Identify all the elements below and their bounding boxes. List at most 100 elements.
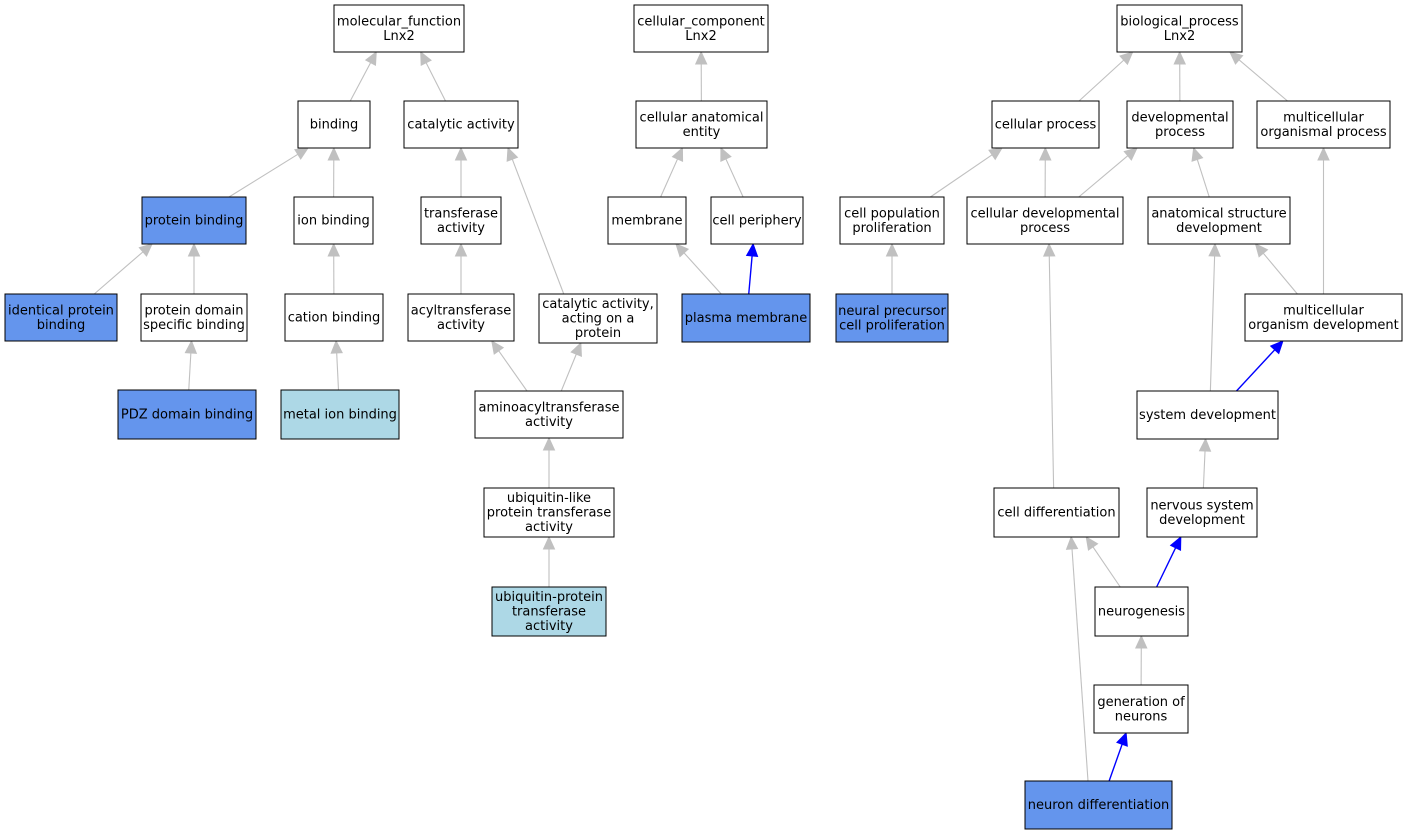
node-box xyxy=(483,487,615,538)
node-label: generation of xyxy=(1097,695,1185,710)
node-box xyxy=(333,4,465,53)
node-pdz[interactable]: PDZ domain binding xyxy=(117,389,257,440)
arrowhead-multi_dev-to-multi_process xyxy=(1317,146,1330,161)
node-neuron_diff[interactable]: neuron differentiation xyxy=(1024,780,1173,830)
edge-nerv_dev-to-sys_dev xyxy=(1202,450,1206,489)
arrowhead-multi_dev-to-anat_dev xyxy=(1254,243,1269,258)
node-box xyxy=(1116,4,1243,53)
node-label: binding xyxy=(310,118,358,133)
edge-plasma-to-membrane xyxy=(683,252,722,295)
edge-neuron_diff-to-gen_neurons xyxy=(1108,744,1123,782)
edge-neurogenesis-to-cell_diff xyxy=(1092,546,1121,588)
node-label: neurogenesis xyxy=(1098,605,1185,620)
node-membrane[interactable]: membrane xyxy=(607,196,687,245)
node-box xyxy=(1136,390,1279,440)
arrowhead-plasma-to-membrane xyxy=(675,243,690,258)
arrowhead-neurogenesis-to-cell_diff xyxy=(1085,536,1099,551)
node-sys_dev[interactable]: system development xyxy=(1136,390,1279,440)
node-label: nervous system xyxy=(1150,498,1253,513)
node-box xyxy=(1244,293,1403,342)
edge-cell_diff-to-cell_dev xyxy=(1048,255,1055,489)
node-label: organismal process xyxy=(1260,125,1386,140)
node-label: aminoacyltransferase xyxy=(479,400,620,415)
node-box xyxy=(835,293,949,343)
node-label: PDZ domain binding xyxy=(121,408,253,423)
arrowhead-ubp-to-ubl xyxy=(542,535,556,550)
node-label: catalytic activity xyxy=(407,118,515,133)
node-label: developmental xyxy=(1131,110,1228,125)
node-plasma[interactable]: plasma membrane xyxy=(681,293,811,343)
node-metal[interactable]: metal ion binding xyxy=(280,389,400,440)
node-box xyxy=(635,100,768,149)
arrowhead-plasma-to-periphery xyxy=(745,242,759,258)
node-label: activity xyxy=(525,520,573,535)
node-label: acting on a xyxy=(562,312,635,327)
node-protein_binding[interactable]: protein binding xyxy=(141,196,247,245)
arrowhead-periphery-to-cae xyxy=(720,146,732,162)
node-box xyxy=(966,196,1124,245)
arrowhead-multi_process-to-bp xyxy=(1228,51,1244,65)
edge-cell_process-to-bp xyxy=(1078,59,1125,102)
node-label: proliferation xyxy=(852,221,931,236)
node-label: development xyxy=(1176,221,1262,236)
node-box xyxy=(297,100,371,149)
node-box xyxy=(4,293,118,342)
node-label: binding xyxy=(37,318,85,333)
node-label: Lnx2 xyxy=(685,29,716,44)
arrowhead-transferase-to-catalytic xyxy=(454,146,468,161)
node-box xyxy=(1147,196,1291,245)
arrowhead-metal-to-cation xyxy=(330,339,343,354)
node-label: activity xyxy=(437,318,485,333)
edge-periphery-to-cae xyxy=(725,158,744,198)
node-cation[interactable]: cation binding xyxy=(284,293,384,342)
node-box xyxy=(141,196,247,245)
node-label: cell periphery xyxy=(712,214,802,229)
arrowhead-anat_dev-to-dev_process xyxy=(1191,146,1204,162)
node-box xyxy=(1256,100,1391,149)
node-ion_binding[interactable]: ion binding xyxy=(293,196,374,245)
node-label: entity xyxy=(683,125,721,140)
node-label: Lnx2 xyxy=(1164,29,1195,44)
node-label: cell proliferation xyxy=(839,318,945,333)
node-label: protein binding xyxy=(145,214,244,229)
edge-catalytic-to-mf xyxy=(425,62,446,102)
node-cell_diff[interactable]: cell differentiation xyxy=(993,487,1120,538)
arrowhead-cae-to-cc xyxy=(694,50,708,65)
node-label: cellular_component xyxy=(637,14,765,29)
node-catalytic[interactable]: catalytic activity xyxy=(403,100,519,149)
node-cell_process[interactable]: cellular process xyxy=(991,100,1100,149)
node-label: acyltransferase xyxy=(411,303,512,318)
node-label: molecular_function xyxy=(337,14,461,29)
node-label: organism development xyxy=(1248,318,1398,333)
node-box xyxy=(1093,684,1189,734)
node-neurogenesis[interactable]: neurogenesis xyxy=(1094,586,1189,637)
node-label: cation binding xyxy=(288,311,381,326)
node-periphery[interactable]: cell periphery xyxy=(710,196,804,245)
arrowhead-cell_process-to-bp xyxy=(1119,51,1134,66)
node-binding[interactable]: binding xyxy=(297,100,371,149)
edge-sys_dev-to-anat_dev xyxy=(1209,255,1216,392)
edge-multi_dev-to-anat_dev xyxy=(1262,252,1298,295)
